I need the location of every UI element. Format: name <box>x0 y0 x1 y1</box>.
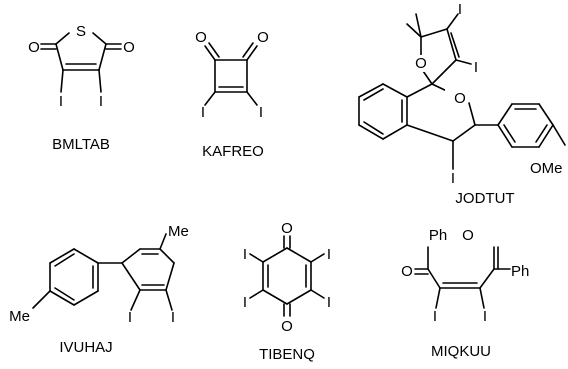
atom-o: O <box>281 318 293 335</box>
atom-o: O <box>401 263 413 280</box>
molecule-tibenq: O O I I I I TIBENQ <box>243 220 331 363</box>
atom-o: O <box>415 55 427 72</box>
molecule-kafreo: O O I I KAFREO <box>195 29 269 160</box>
phenyl-group: Ph <box>429 227 447 244</box>
atom-i: I <box>451 170 455 187</box>
molecule-bmltab: S O O I I BMLTAB <box>28 23 135 153</box>
atom-i: I <box>99 93 103 110</box>
atom-o: O <box>454 90 466 107</box>
atom-o: O <box>257 29 269 46</box>
compound-label-jodtut: JODTUT <box>455 190 514 207</box>
methyl-group: Me <box>168 223 189 240</box>
atom-i: I <box>458 1 462 18</box>
atom-o: O <box>28 39 40 56</box>
atom-i: I <box>474 59 478 76</box>
phenyl-group: Ph <box>511 263 529 280</box>
atom-o: O <box>281 220 293 237</box>
atom-i: I <box>243 246 247 263</box>
compound-label-kafreo: KAFREO <box>202 143 264 160</box>
atom-i: I <box>171 309 175 326</box>
atom-o: O <box>462 227 474 244</box>
atom-i: I <box>243 294 247 311</box>
atom-i: I <box>327 294 331 311</box>
molecule-jodtut: O O I I I OMe JODTUT <box>358 1 568 207</box>
methyl-group: Me <box>9 308 30 325</box>
atom-o: O <box>123 39 135 56</box>
atom-i: I <box>59 93 63 110</box>
atom-i: I <box>483 308 487 325</box>
methoxy-group: OMe <box>530 160 563 177</box>
compound-label-tibenq: TIBENQ <box>259 346 315 363</box>
molecule-ivuhaj: Me Me I I IVUHAJ <box>9 223 189 356</box>
atom-i: I <box>259 104 263 121</box>
atom-o: O <box>195 29 207 46</box>
atom-i: I <box>327 246 331 263</box>
compound-label-ivuhaj: IVUHAJ <box>59 339 112 356</box>
atom-i: I <box>128 309 132 326</box>
atom-i: I <box>201 104 205 121</box>
atom-i: I <box>433 308 437 325</box>
compound-label-bmltab: BMLTAB <box>52 136 110 153</box>
molecule-miqkuu: Ph O O Ph I I MIQKUU <box>401 227 529 360</box>
compound-label-miqkuu: MIQKUU <box>431 343 491 360</box>
atom-s: S <box>76 23 86 40</box>
